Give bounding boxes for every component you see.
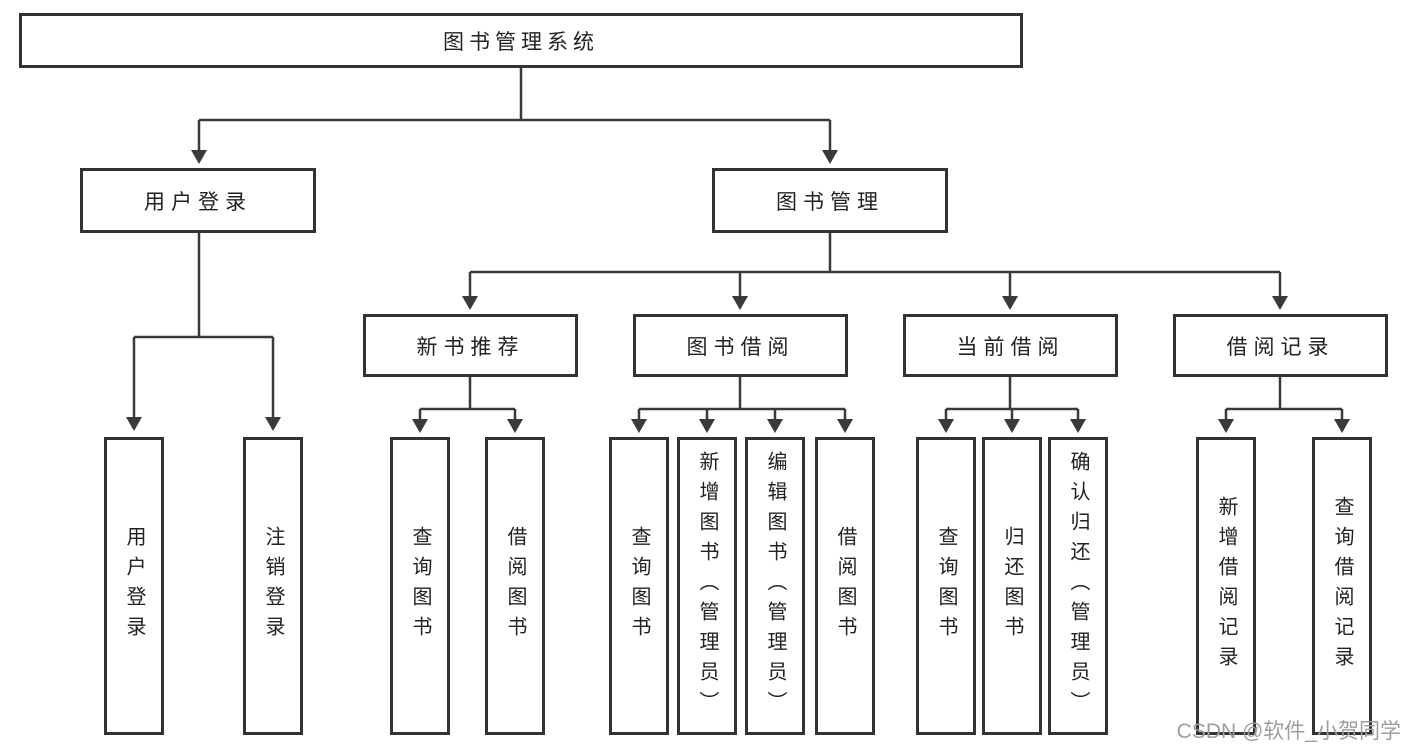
leaf-query-borrow-record: 查询借阅记录 [1312, 437, 1372, 735]
leaf-return-books: 归还图书 [982, 437, 1042, 735]
node-label: 查询图书 [935, 526, 957, 646]
node-current-borrowing: 当前借阅 [903, 314, 1118, 377]
leaf-add-books-admin: 新增图书（管理员） [677, 437, 737, 735]
node-borrowing-records: 借阅记录 [1173, 314, 1388, 377]
node-label: 新增图书（管理员） [696, 451, 718, 721]
node-label: 用户登录 [144, 190, 252, 214]
node-label: 图书管理 [776, 190, 884, 214]
leaf-logout: 注销登录 [243, 437, 303, 735]
node-label: 用户登录 [123, 526, 145, 646]
node-book-management: 图书管理 [712, 168, 948, 233]
node-label: 查询图书 [409, 526, 431, 646]
node-label: 借阅图书 [504, 526, 526, 646]
leaf-user-login: 用户登录 [104, 437, 164, 735]
node-label: 图书借阅 [686, 335, 795, 359]
node-label: 注销登录 [262, 526, 284, 646]
node-label: 新书推荐 [416, 335, 525, 359]
leaf-confirm-return-admin: 确认归还（管理员） [1048, 437, 1108, 735]
node-label: 归还图书 [1001, 526, 1023, 646]
node-label: 新增借阅记录 [1215, 496, 1237, 676]
leaf-borrow-books: 借阅图书 [485, 437, 545, 735]
leaf-edit-books-admin: 编辑图书（管理员） [745, 437, 805, 735]
leaf-query-books: 查询图书 [916, 437, 976, 735]
leaf-query-books: 查询图书 [609, 437, 669, 735]
node-label: 借阅图书 [834, 526, 856, 646]
node-library-management-system: 图书管理系统 [19, 13, 1023, 68]
leaf-add-borrow-record: 新增借阅记录 [1196, 437, 1256, 735]
node-label: 确认归还（管理员） [1067, 451, 1089, 721]
node-label: 查询借阅记录 [1331, 496, 1353, 676]
node-label: 借阅记录 [1226, 335, 1335, 359]
csdn-watermark: CSDN @软件_小贺同学 [1176, 720, 1401, 743]
node-label: 当前借阅 [956, 335, 1065, 359]
node-label: 编辑图书（管理员） [764, 451, 786, 721]
leaf-borrow-books: 借阅图书 [815, 437, 875, 735]
node-new-book-recommendation: 新书推荐 [363, 314, 578, 377]
leaf-query-books: 查询图书 [390, 437, 450, 735]
node-label: 查询图书 [628, 526, 650, 646]
node-user-login: 用户登录 [80, 168, 316, 233]
node-book-borrowing: 图书借阅 [633, 314, 848, 377]
node-label: 图书管理系统 [443, 30, 599, 54]
